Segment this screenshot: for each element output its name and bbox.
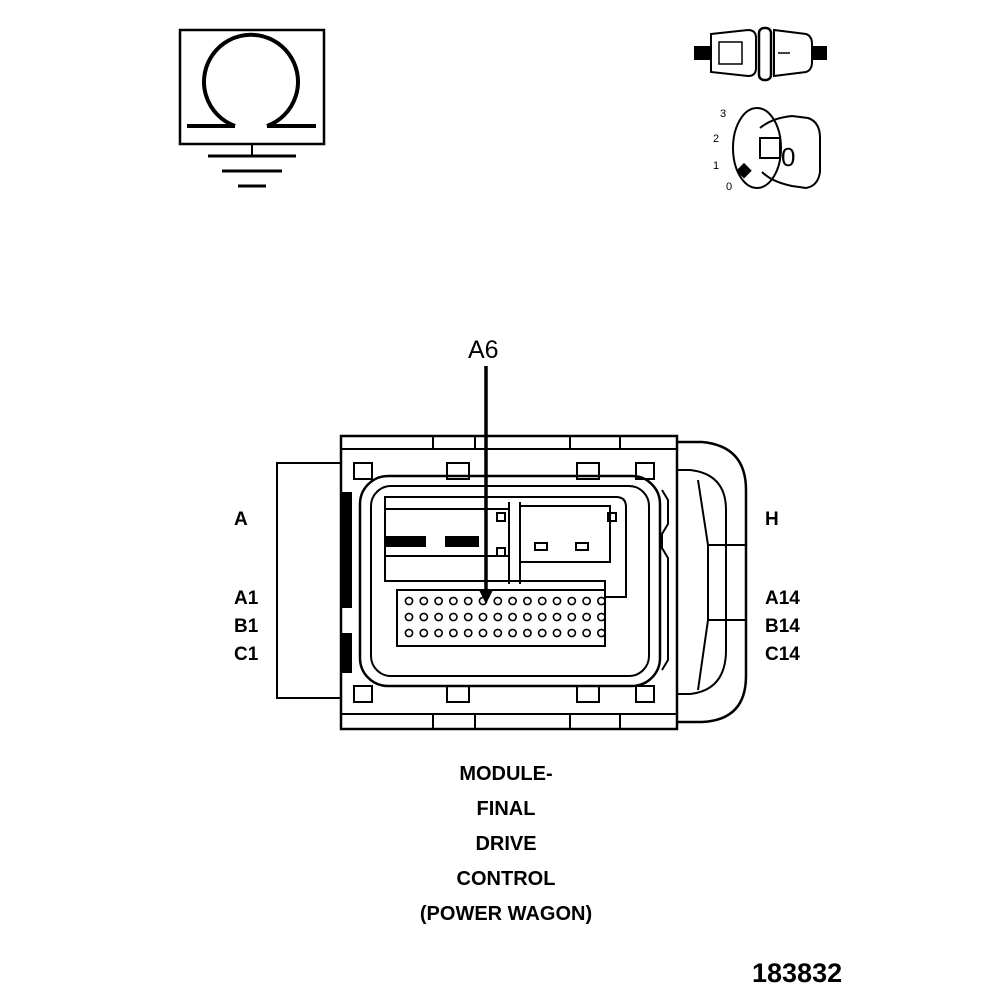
side-label-right: H <box>765 509 779 530</box>
cavity <box>537 612 547 622</box>
cavity <box>434 628 443 638</box>
cavity <box>552 612 562 622</box>
cavity <box>493 628 503 638</box>
cavity <box>404 612 414 622</box>
title-line-2: FINAL <box>476 798 536 820</box>
ign-pos-0: 0 <box>726 181 732 193</box>
row-label-right-b: B14 <box>765 616 800 637</box>
title-line-4: CONTROL <box>456 868 556 890</box>
cavity <box>448 596 458 606</box>
title-line-1: MODULE- <box>459 763 553 785</box>
cavity <box>552 596 562 606</box>
cavity <box>597 596 606 606</box>
ohm-ground-icon <box>178 28 326 188</box>
cavity <box>523 596 532 606</box>
side-label-left: A <box>234 509 248 530</box>
cavity <box>582 628 591 638</box>
fuse-icon <box>694 26 827 82</box>
title-line-3: DRIVE <box>475 833 537 855</box>
cavity <box>419 612 429 622</box>
cavity <box>419 628 429 638</box>
cavity-grid <box>404 596 606 638</box>
cavity <box>508 612 517 622</box>
cavity <box>463 612 473 622</box>
cavity <box>493 596 503 606</box>
cavity <box>434 596 443 606</box>
ign-pos-1: 1 <box>713 160 719 172</box>
cavity <box>478 628 488 638</box>
cavity <box>567 596 577 606</box>
cavity <box>463 596 473 606</box>
cavity <box>508 628 517 638</box>
ign-pos-2: 2 <box>713 133 719 145</box>
cavity <box>597 628 606 638</box>
cavity <box>419 596 429 606</box>
cavity <box>582 596 591 606</box>
row-label-left-c: C1 <box>234 644 259 665</box>
cavity <box>523 612 532 622</box>
row-label-right-a: A14 <box>765 588 800 609</box>
row-label-left-a: A1 <box>234 588 259 609</box>
cavity <box>448 628 458 638</box>
figure-number: 183832 <box>752 958 843 988</box>
cavity <box>448 612 458 622</box>
cavity <box>463 628 473 638</box>
row-label-left-b: B1 <box>234 616 259 637</box>
cavity <box>478 612 488 622</box>
cavity <box>552 628 562 638</box>
cavity <box>582 612 591 622</box>
callout-label: A6 <box>468 336 499 364</box>
row-label-right-c: C14 <box>765 644 800 665</box>
cavity <box>597 612 606 622</box>
key-label: 0 <box>781 142 795 172</box>
title-line-5: (POWER WAGON) <box>419 903 593 925</box>
cavity <box>537 628 547 638</box>
callout-arrow <box>479 366 493 604</box>
cavity <box>567 612 577 622</box>
ign-pos-3: 3 <box>720 108 726 120</box>
cavity <box>404 628 414 638</box>
cavity <box>508 596 517 606</box>
connector-housing <box>276 434 748 731</box>
cavity <box>493 612 503 622</box>
cavity <box>537 596 547 606</box>
cavity <box>523 628 532 638</box>
cavity <box>434 612 443 622</box>
cavity <box>404 596 414 606</box>
cavity <box>567 628 577 638</box>
ignition-key-icon: 3 2 1 0 0 <box>713 107 821 193</box>
